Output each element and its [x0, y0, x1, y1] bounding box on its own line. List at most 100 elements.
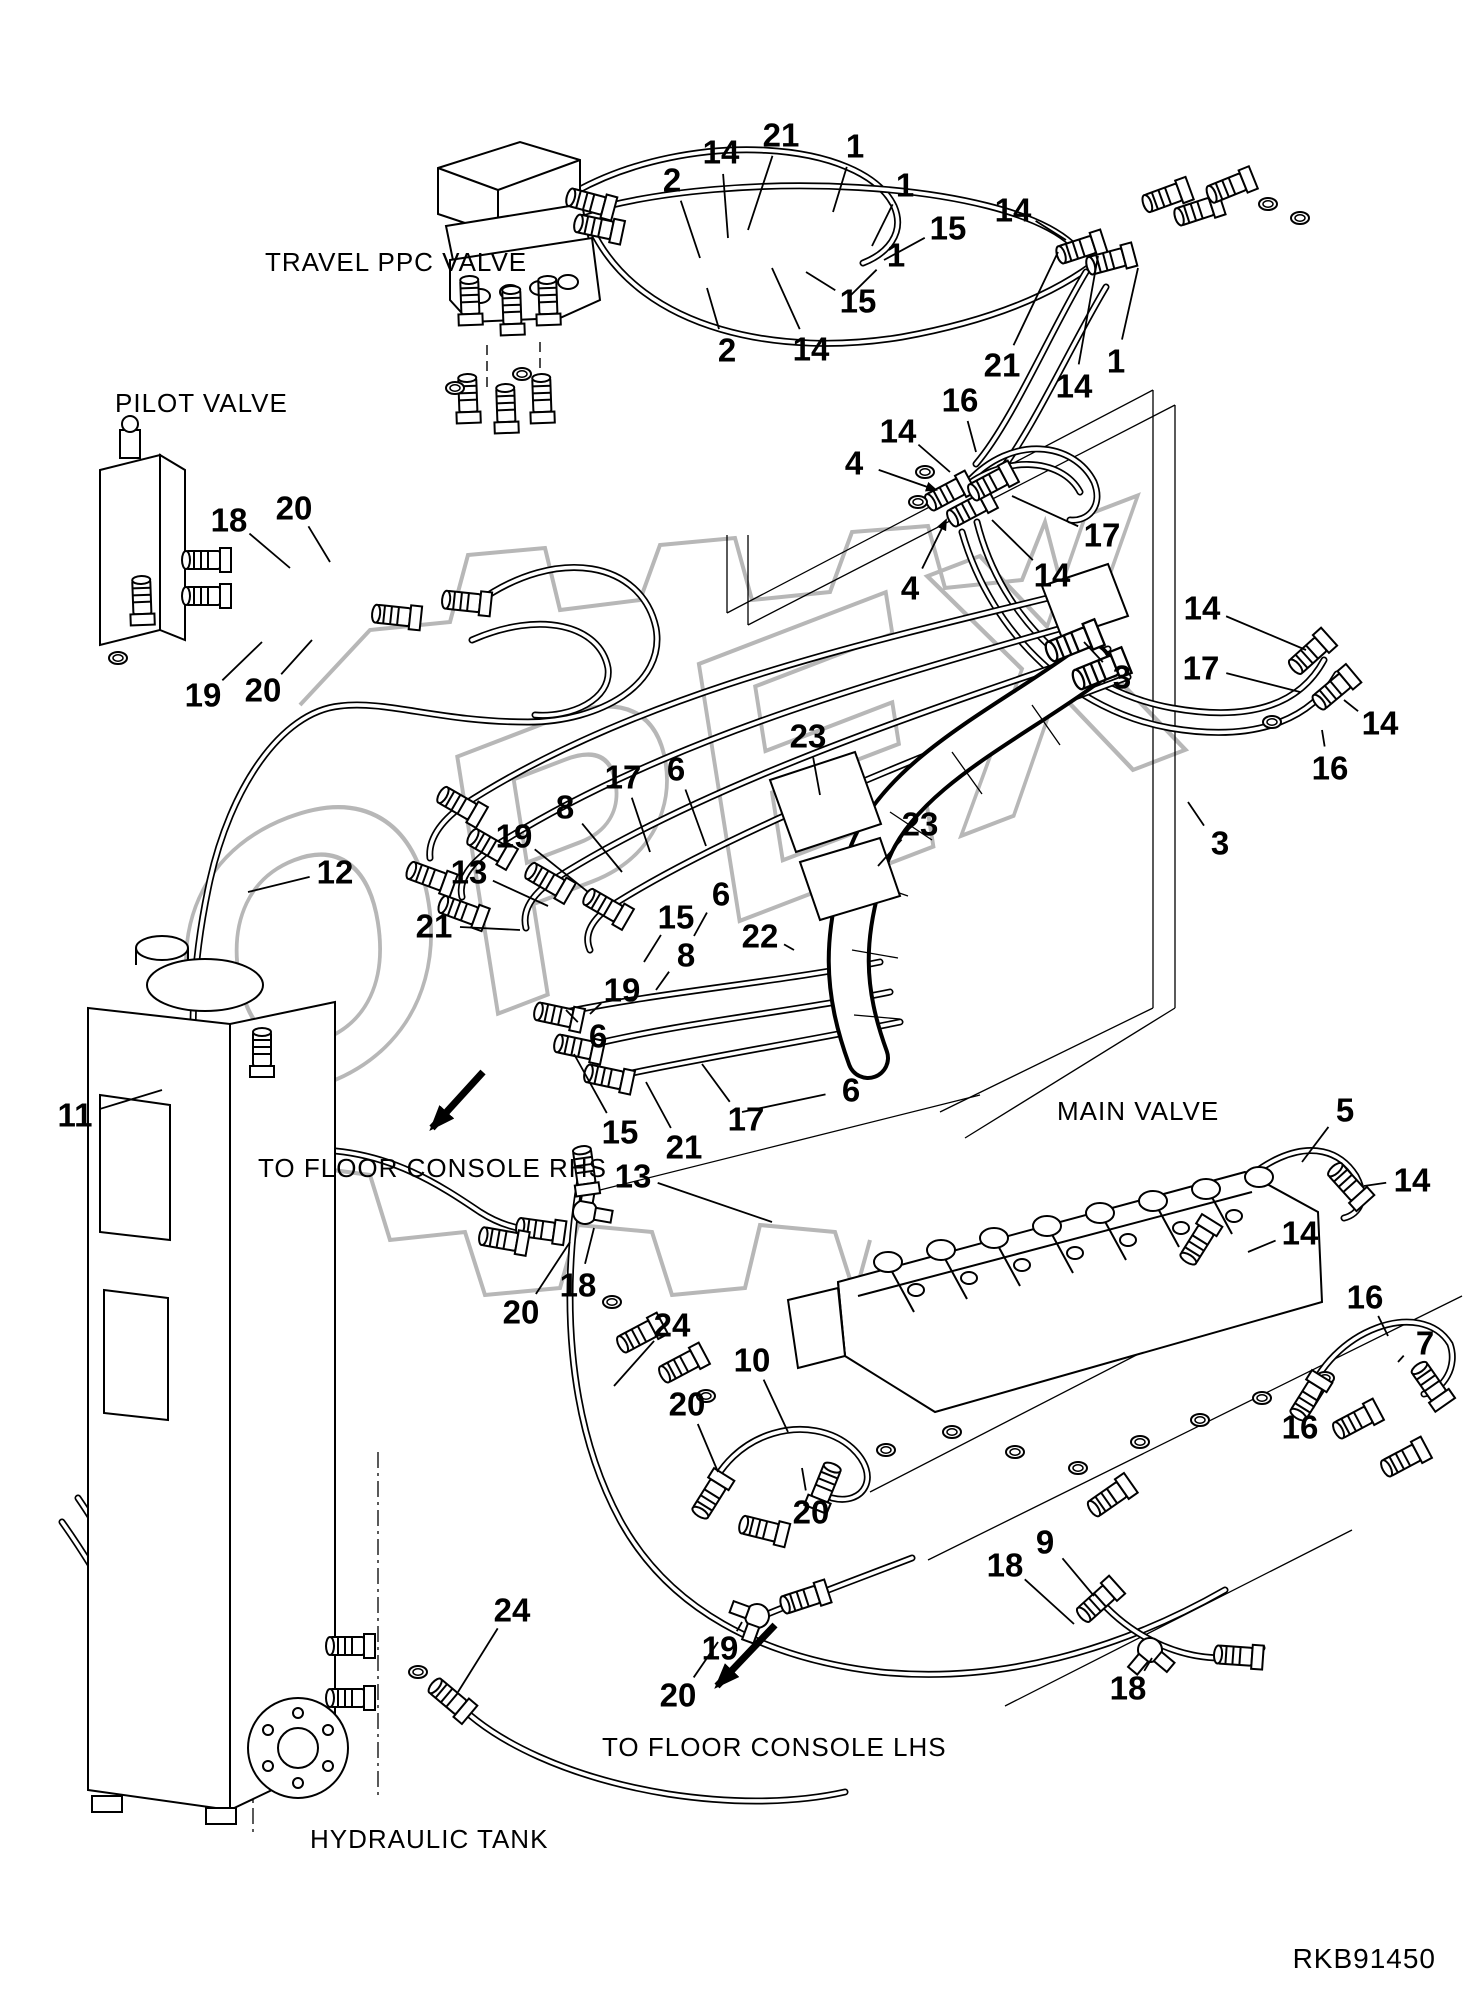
leader-14-7 [1035, 220, 1067, 241]
leader-17-22 [1226, 672, 1301, 693]
callout-17-22: 17 [1183, 650, 1220, 687]
callout-20-27: 20 [276, 490, 313, 527]
travel-ppc-valve-label: TRAVEL PPC VALVE [265, 247, 527, 277]
callout-14-19: 14 [1034, 557, 1071, 594]
to-floor-console-lhs-label: TO FLOOR CONSOLE LHS [602, 1732, 947, 1762]
callout-21-11: 21 [984, 347, 1021, 384]
leader-13-36 [492, 879, 549, 907]
callout-6-41: 6 [712, 876, 730, 913]
leader-21-2 [747, 155, 774, 231]
leader-19-28 [221, 641, 263, 681]
callout-2-10: 2 [718, 332, 736, 369]
callout-2-0: 2 [663, 162, 681, 199]
callout-10-54: 10 [734, 1342, 771, 1379]
main-valve-label: MAIN VALVE [1057, 1096, 1219, 1126]
callout-9-64: 9 [1036, 1524, 1054, 1561]
leader-8-34 [581, 822, 623, 873]
callout-3-25: 3 [1211, 825, 1229, 862]
leader-14-19 [991, 519, 1034, 561]
callout-14-60: 14 [1282, 1215, 1319, 1252]
hose-1b-core [583, 184, 1074, 246]
callout-14-23: 14 [1362, 705, 1399, 742]
callout-20-52: 20 [503, 1294, 540, 1331]
leader-12-30 [247, 876, 310, 893]
callout-18-65: 18 [987, 1547, 1024, 1584]
callout-leader-lines [99, 155, 1405, 1693]
leader-17-18 [1011, 495, 1079, 528]
leader-1-4 [871, 203, 894, 247]
callout-1-5: 1 [887, 237, 905, 274]
callout-19-28: 19 [185, 677, 222, 714]
leader-18-51 [584, 1227, 595, 1265]
watermark-gear-top [298, 515, 1060, 707]
leader-19-44 [589, 1002, 602, 1015]
leader-15-42 [643, 934, 662, 963]
callout-16-61: 16 [1347, 1279, 1384, 1316]
callout-13-48: 13 [615, 1158, 652, 1195]
pilot-valve-drawing [99, 415, 232, 665]
hose-16b-core [994, 285, 1108, 479]
leader-20-29 [280, 639, 313, 675]
callout-23-38: 23 [790, 718, 827, 755]
callout-18-66: 18 [1110, 1670, 1147, 1707]
callout-15-6: 15 [930, 210, 967, 247]
leader-19-67 [736, 1621, 743, 1632]
travel-ppc-valve-drawing [437, 140, 626, 435]
leader-18-65 [1024, 1578, 1075, 1625]
leader-20-52 [535, 1241, 571, 1295]
callout-21-47: 21 [666, 1129, 703, 1166]
callout-16-63: 16 [1282, 1409, 1319, 1446]
callout-4-17: 4 [901, 570, 920, 607]
callout-24-57: 24 [494, 1592, 531, 1629]
hose-1c-core [590, 228, 1102, 346]
leader-18-66 [1143, 1657, 1153, 1672]
leader-20-27 [307, 525, 331, 563]
leader-13-48 [657, 1182, 773, 1223]
fan-hose-1-core [460, 592, 1066, 808]
callout-12-30: 12 [317, 854, 354, 891]
leader-24-53 [613, 1340, 655, 1387]
leader-16-14 [966, 420, 977, 453]
callout-15-8: 15 [840, 283, 877, 320]
callout-24-53: 24 [654, 1307, 691, 1344]
leader-3-20 [1083, 641, 1104, 663]
callout-20-68: 20 [660, 1677, 697, 1714]
leader-2-0 [679, 200, 701, 259]
callout-14-59: 14 [1394, 1162, 1431, 1199]
leader-21-11 [1012, 251, 1059, 346]
callout-17-18: 17 [1084, 517, 1121, 554]
callout-8-43: 8 [677, 937, 695, 974]
leader-21-37 [459, 926, 521, 931]
leader-11-31 [99, 1089, 163, 1110]
to-floor-console-lhs-arrow [714, 1622, 778, 1689]
leader-20-68 [692, 1641, 719, 1678]
leader-1-13 [1121, 267, 1139, 340]
leader-15-6 [883, 237, 926, 261]
leader-6-50 [741, 1093, 826, 1113]
callout-14-9: 14 [793, 331, 830, 368]
leader-14-15 [917, 443, 951, 473]
console-arrows [429, 1069, 778, 1689]
leader-15-46 [573, 1053, 608, 1114]
callout-15-46: 15 [602, 1114, 639, 1151]
drawing-code-label: RKB91450 [1293, 1943, 1436, 1974]
callout-21-37: 21 [416, 908, 453, 945]
hose-24-short-core [450, 1696, 847, 1803]
fan-hose-2-core [490, 619, 1089, 850]
hose-7-core [1304, 1320, 1455, 1404]
callout-6-45: 6 [589, 1018, 607, 1055]
leader-1-5 [847, 269, 878, 299]
hose-10-core [704, 1427, 870, 1502]
callout-1-4: 1 [896, 167, 914, 204]
callout-22-40: 22 [742, 918, 779, 955]
hydraulic-tank-label: HYDRAULIC TANK [310, 1824, 548, 1854]
watermark-gear-bottom [294, 1163, 872, 1303]
callout-20-56: 20 [793, 1494, 830, 1531]
to-floor-console-rhs-arrow [429, 1069, 486, 1131]
fan-hose-3-core [548, 647, 1110, 884]
callout-6-50: 6 [842, 1072, 860, 1109]
callout-18-51: 18 [560, 1267, 597, 1304]
